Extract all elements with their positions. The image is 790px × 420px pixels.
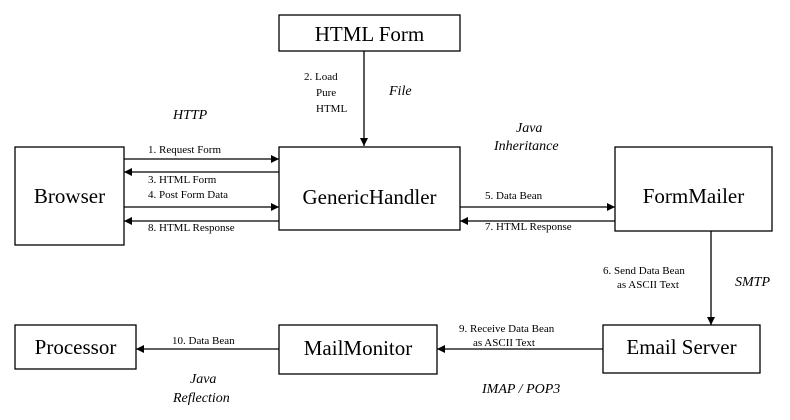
node-email-server-label: Email Server bbox=[626, 335, 736, 359]
label-html-response-7: 7. HTML Response bbox=[485, 221, 572, 233]
node-form-mailer-label: FormMailer bbox=[643, 184, 744, 208]
label-html-form: 3. HTML Form bbox=[148, 174, 217, 186]
node-html-form: HTML Form bbox=[278, 14, 461, 52]
node-browser: Browser bbox=[14, 146, 125, 246]
node-mail-monitor-label: MailMonitor bbox=[304, 336, 413, 360]
node-generic-handler: GenericHandler bbox=[278, 146, 461, 231]
label-data-bean-5: 5. Data Bean bbox=[485, 190, 543, 202]
label-data-bean-10: 10. Data Bean bbox=[172, 335, 235, 347]
label-html-response-8: 8. HTML Response bbox=[148, 222, 235, 234]
node-html-form-label: HTML Form bbox=[315, 22, 424, 46]
node-browser-label: Browser bbox=[34, 184, 105, 208]
node-processor: Processor bbox=[14, 324, 137, 370]
node-mail-monitor: MailMonitor bbox=[278, 324, 438, 375]
node-email-server: Email Server bbox=[602, 324, 761, 374]
protocol-smtp: SMTP bbox=[735, 275, 770, 290]
label-load-pure-html: 2. Load Pure HTML bbox=[304, 71, 347, 115]
protocol-file: File bbox=[388, 84, 412, 99]
label-send-data-bean: 6. Send Data Bean as ASCII Text bbox=[603, 265, 688, 291]
protocol-java-inheritance: Java Inheritance bbox=[493, 121, 559, 154]
protocol-java-reflection: Java Reflection bbox=[172, 372, 230, 406]
node-generic-handler-label: GenericHandler bbox=[302, 185, 436, 209]
label-receive-data-bean: 9. Receive Data Bean as ASCII Text bbox=[459, 323, 557, 349]
node-processor-label: Processor bbox=[35, 335, 117, 359]
protocol-http: HTTP bbox=[172, 108, 208, 123]
node-form-mailer: FormMailer bbox=[614, 146, 773, 232]
label-request-form: 1. Request Form bbox=[148, 144, 221, 156]
label-post-form-data: 4. Post Form Data bbox=[148, 189, 228, 201]
protocol-imap-pop3: IMAP / POP3 bbox=[481, 382, 560, 397]
